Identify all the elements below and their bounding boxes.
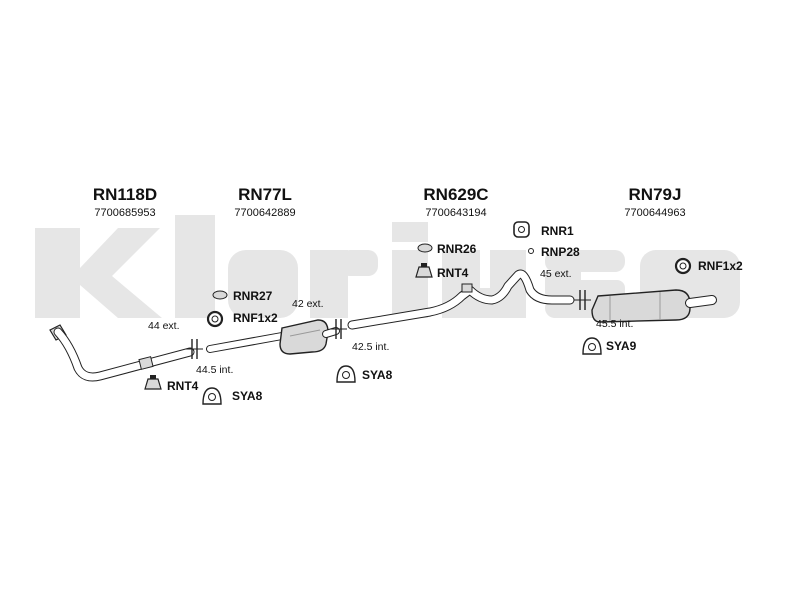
front-pipe-bracket xyxy=(138,356,154,370)
accessory-label-rnf1x2-right: RNF1x2 xyxy=(698,259,743,273)
section-code-rn118d: RN118D xyxy=(92,185,158,204)
accessory-label-rnf1x2-left: RNF1x2 xyxy=(233,311,278,325)
dimension-label-44-ext: 44 ext. xyxy=(148,320,180,332)
rnf1x2-right-ring-icon-inner xyxy=(679,262,687,270)
dimension-label-44-5-int: 44.5 int. xyxy=(196,364,234,376)
accessory-label-sya9: SYA9 xyxy=(606,339,637,353)
section-part-number-rn77l: 7700642889 xyxy=(234,207,296,219)
accessory-label-rnr1: RNR1 xyxy=(541,224,574,238)
rnr27-rubber-icon xyxy=(212,290,228,300)
accessory-label-rnt4-left: RNT4 xyxy=(167,379,199,393)
accessory-label-rnr26: RNR26 xyxy=(437,242,477,256)
dimension-label-42-5-int: 42.5 int. xyxy=(352,341,390,353)
exhaust-parts xyxy=(49,221,717,405)
section-part-number-rn118d: 7700685953 xyxy=(94,207,156,219)
sya9-hanger-icon-hole xyxy=(588,343,596,351)
section-part-number-rn79j: 7700644963 xyxy=(624,207,686,219)
rnr1-rubber-hole xyxy=(518,226,525,233)
section-code-rn629c: RN629C xyxy=(423,185,489,204)
dimension-label-45-5-int: 45.5 int. xyxy=(596,318,634,330)
rnt4-mid-bracket-icon-top xyxy=(421,263,427,267)
intermediate-pipe-rn629c xyxy=(348,270,574,329)
rear-silencer-tailpipe xyxy=(686,296,716,307)
middle-silencer-seam xyxy=(289,329,321,337)
rnt4-mid-bracket-icon xyxy=(415,266,433,278)
middle-silencer-rn77l xyxy=(279,319,329,355)
sya8-left-hanger-icon-hole xyxy=(208,393,216,401)
dimension-label-42-ext: 42 ext. xyxy=(292,298,324,310)
rnp28-part-icon xyxy=(528,248,534,254)
accessory-label-sya8-left: SYA8 xyxy=(232,389,263,403)
rnt4-left-bracket-icon-top xyxy=(150,375,156,379)
accessory-label-rnt4-mid: RNT4 xyxy=(437,266,469,280)
accessory-label-rnp28: RNP28 xyxy=(541,245,580,259)
section-part-number-rn629c: 7700643194 xyxy=(425,207,487,219)
sya8-mid-hanger-icon-hole xyxy=(342,371,350,379)
accessory-label-sya8-mid: SYA8 xyxy=(362,368,393,382)
intermediate-pipe-rn77l-outlet xyxy=(323,328,339,337)
accessory-label-rnr27: RNR27 xyxy=(233,289,273,303)
dimension-label-45-ext: 45 ext. xyxy=(540,268,572,280)
intermediate-pipe-hanger-bracket xyxy=(461,283,473,293)
rear-silencer-rn79j xyxy=(591,289,691,323)
rnf1x2-left-ring-icon-inner xyxy=(211,315,219,323)
front-pipe-rn118d xyxy=(54,328,194,381)
section-code-rn77l: RN77L xyxy=(238,185,292,204)
rnr26-rubber-icon xyxy=(417,243,433,253)
intermediate-pipe-rn77l-inlet xyxy=(207,333,285,352)
rnt4-left-bracket-icon xyxy=(144,378,162,390)
section-code-rn79j: RN79J xyxy=(628,185,682,204)
